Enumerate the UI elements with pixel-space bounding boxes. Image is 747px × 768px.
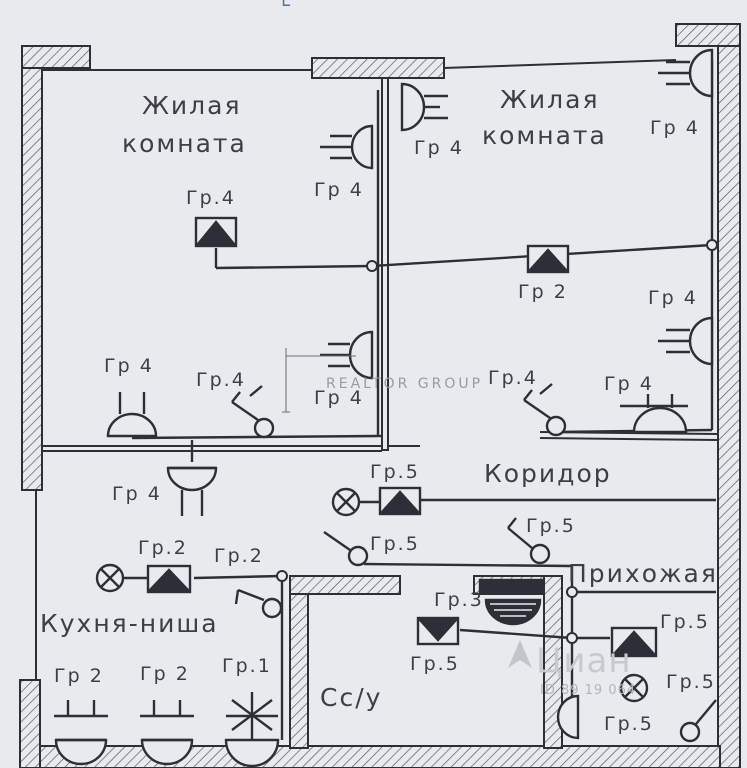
junction-dot bbox=[566, 586, 578, 598]
switch-icon bbox=[679, 699, 717, 743]
group-label: Гр.2 bbox=[138, 537, 188, 559]
room-label-living-left: комната bbox=[122, 129, 247, 158]
switch-icon bbox=[323, 531, 369, 567]
wall-top-center bbox=[311, 57, 445, 79]
group-label: Гр 4 bbox=[604, 373, 654, 395]
partition-right-horiz3 bbox=[539, 437, 719, 441]
junction-dot bbox=[566, 632, 578, 644]
socket-icon bbox=[166, 466, 218, 516]
light-panel-icon bbox=[416, 616, 460, 646]
watermarks: REALTOR GROUP Циан ID 89 19 064 bbox=[326, 376, 636, 698]
room-labels: Жилая комната Жилая комната Коридор Прих… bbox=[40, 85, 718, 712]
bowl-lamp-icon bbox=[478, 578, 544, 626]
dimension-lines bbox=[282, 348, 356, 413]
light-panel-icon bbox=[378, 486, 422, 516]
star-socket-icon bbox=[224, 692, 280, 768]
group-label: Гр 4 bbox=[314, 179, 364, 201]
group-labels: Гр.4 Гр 4 Гр 4 Гр 4 Гр 2 Гр 4 Гр 4 Гр.4 … bbox=[54, 117, 716, 735]
group-label: Гр.5 bbox=[410, 653, 460, 675]
room-label-kitchen: Кухня-ниша bbox=[40, 609, 219, 638]
wall-bath-left bbox=[289, 575, 309, 749]
wall-left-lower bbox=[19, 679, 41, 768]
switch-icon bbox=[234, 588, 283, 619]
junctions bbox=[276, 239, 718, 644]
cian-logo-icon: Циан bbox=[508, 640, 632, 681]
group-label: Гр.5 bbox=[660, 611, 710, 633]
light-panel-icon bbox=[194, 216, 238, 248]
group-label: Гр.5 bbox=[370, 461, 420, 483]
junction-dot bbox=[366, 260, 378, 272]
room-label-living-right: Жилая bbox=[500, 85, 600, 114]
wall-top-left bbox=[21, 45, 91, 69]
switch-icon bbox=[231, 385, 275, 439]
group-label: Гр.4 bbox=[488, 367, 538, 389]
room-label-bathroom: Сс/у bbox=[320, 683, 382, 712]
socket-icon bbox=[400, 82, 448, 132]
wall-bottom bbox=[39, 745, 721, 768]
group-label: Гр.4 bbox=[196, 369, 246, 391]
group-label: Гр 2 bbox=[54, 665, 104, 687]
walls bbox=[19, 23, 741, 768]
cian-id-watermark: ID 89 19 064 bbox=[540, 683, 636, 698]
light-panel-icon bbox=[610, 626, 658, 658]
wall-bath-right bbox=[543, 575, 563, 749]
group-label: Гр 2 bbox=[518, 281, 568, 303]
socket-icon bbox=[658, 316, 714, 366]
socket-icon bbox=[106, 392, 158, 438]
partition-top-inner-right bbox=[443, 59, 677, 69]
room-label-living-left: Жилая bbox=[142, 91, 242, 120]
group-label: Гр.3 bbox=[434, 589, 484, 611]
group-label: Гр 4 bbox=[414, 137, 464, 159]
wall-bath-top bbox=[289, 575, 401, 595]
socket-icon bbox=[54, 700, 108, 766]
wall-left-upper bbox=[21, 45, 43, 491]
group-label: Гр.4 bbox=[186, 187, 236, 209]
junction-dot bbox=[276, 570, 288, 582]
socket-icon bbox=[556, 694, 580, 740]
group-label: Гр 4 bbox=[104, 355, 154, 377]
group-label: Гр.5 bbox=[526, 515, 576, 537]
group-label: Гр.1 bbox=[222, 655, 272, 677]
group-label: Гр.5 bbox=[666, 671, 716, 693]
socket-icon bbox=[620, 394, 688, 434]
group-label: Гр.5 bbox=[370, 533, 420, 555]
group-label: Гр 4 bbox=[314, 387, 364, 409]
wall-top-right bbox=[675, 23, 741, 47]
group-label: Гр 4 bbox=[650, 117, 700, 139]
group-label: Гр 4 bbox=[112, 483, 162, 505]
symbols bbox=[54, 48, 717, 768]
group-label: Гр 4 bbox=[648, 287, 698, 309]
header-scribble: Ꮭ bbox=[282, 0, 293, 10]
realtor-watermark: REALTOR GROUP bbox=[326, 376, 483, 392]
lamp-icon bbox=[331, 487, 380, 517]
junction-dot bbox=[706, 239, 718, 251]
cian-logo-text: Циан bbox=[536, 641, 632, 681]
socket-icon bbox=[658, 48, 714, 98]
group-label: Гр.2 bbox=[214, 545, 264, 567]
group-label: Гр 2 bbox=[140, 663, 190, 685]
lamp-icon bbox=[619, 673, 649, 703]
room-label-hallway: Прихожая bbox=[568, 559, 718, 588]
lamp-icon bbox=[95, 563, 148, 593]
socket-icon bbox=[320, 330, 374, 380]
switch-icon bbox=[507, 517, 551, 565]
room-label-corridor: Коридор bbox=[484, 459, 612, 488]
wall-right bbox=[717, 37, 741, 768]
light-panel-icon bbox=[526, 244, 570, 274]
light-panel-icon bbox=[146, 564, 192, 594]
group-label: Гр.5 bbox=[604, 713, 654, 735]
socket-icon bbox=[140, 700, 194, 766]
switch-icon bbox=[523, 383, 567, 437]
room-label-living-right: комната bbox=[482, 121, 607, 150]
socket-icon bbox=[320, 124, 374, 170]
